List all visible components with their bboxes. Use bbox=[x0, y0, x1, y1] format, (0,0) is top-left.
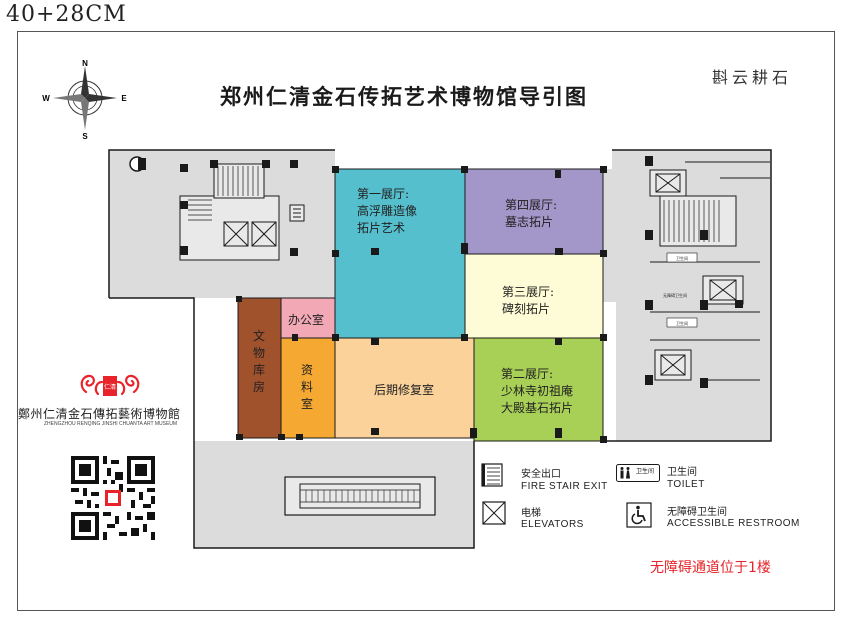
compass-n: N bbox=[82, 60, 88, 68]
compass-e: E bbox=[121, 94, 127, 103]
hall4-label[interactable]: 第四展厅: 墓志拓片 bbox=[505, 198, 558, 229]
hall3-label[interactable]: 第三展厅: 碑刻拓片 bbox=[502, 285, 555, 316]
legend-toilet-en: TOILET bbox=[667, 479, 705, 490]
museum-name: 鄭州仁清金石傳拓藝術博物館 bbox=[18, 407, 181, 421]
office-label[interactable]: 办公室 bbox=[288, 313, 325, 327]
compass-w: W bbox=[42, 94, 50, 103]
stair-exit-icon bbox=[481, 463, 503, 487]
room-storage[interactable] bbox=[237, 297, 282, 439]
brand-text: 斟云耕石 bbox=[712, 68, 793, 87]
logo-seal-text: 仁清 bbox=[104, 383, 116, 391]
qr-code[interactable] bbox=[71, 456, 155, 540]
museum-logo: 仁清 bbox=[80, 374, 140, 396]
room-hall3[interactable] bbox=[464, 253, 604, 339]
room-restoration[interactable] bbox=[334, 337, 475, 439]
legend-elevator-en: ELEVATORS bbox=[521, 519, 584, 530]
map-title: 郑州仁清金石传拓艺术博物馆导引图 bbox=[220, 85, 588, 109]
compass-s: S bbox=[82, 132, 88, 140]
legend-toilet-cn: 卫生间 bbox=[667, 467, 697, 478]
toilet-icon: 卫生间 bbox=[616, 464, 660, 482]
legend-accessible-en: ACCESSIBLE RESTROOM bbox=[667, 518, 800, 529]
hall2-label[interactable]: 第二展厅: 少林寺初祖庵 大殿基石拓片 bbox=[501, 367, 574, 415]
compass-icon: N S W E bbox=[42, 60, 127, 140]
legend-elevator-cn: 电梯 bbox=[521, 508, 541, 519]
room-hall4[interactable] bbox=[464, 168, 604, 255]
accessible-passage-note: 无障碍通道位于1楼 bbox=[650, 560, 771, 576]
legend-accessible-cn: 无障碍卫生间 bbox=[667, 507, 727, 518]
elevator-icon bbox=[482, 501, 506, 525]
toilet-sign-2: 卫生间 bbox=[676, 320, 688, 326]
room-hall2[interactable] bbox=[473, 337, 604, 442]
archive-label[interactable]: 资 料 室 bbox=[301, 363, 314, 411]
museum-name-en: ZHENGZHOU RENQING JINSHI CHUANTA ART MUS… bbox=[44, 421, 178, 427]
legend-fire-exit-cn: 安全出口 bbox=[521, 469, 561, 480]
storage-label[interactable]: 文 物 库 房 bbox=[253, 329, 266, 394]
size-label: 40+28CM bbox=[6, 2, 127, 27]
room-archive[interactable] bbox=[280, 337, 336, 439]
accessible-sign: 无障碍卫生间 bbox=[663, 292, 687, 298]
toilet-sign-1: 卫生间 bbox=[676, 255, 688, 261]
legend-fire-exit-en: FIRE STAIR EXIT bbox=[521, 481, 608, 492]
wheelchair-icon bbox=[626, 502, 652, 528]
restoration-label[interactable]: 后期修复室 bbox=[374, 383, 435, 397]
hall1-label[interactable]: 第一展厅: 高浮雕造像 拓片艺术 bbox=[357, 187, 418, 235]
toilet-badge: 卫生间 bbox=[636, 467, 654, 475]
